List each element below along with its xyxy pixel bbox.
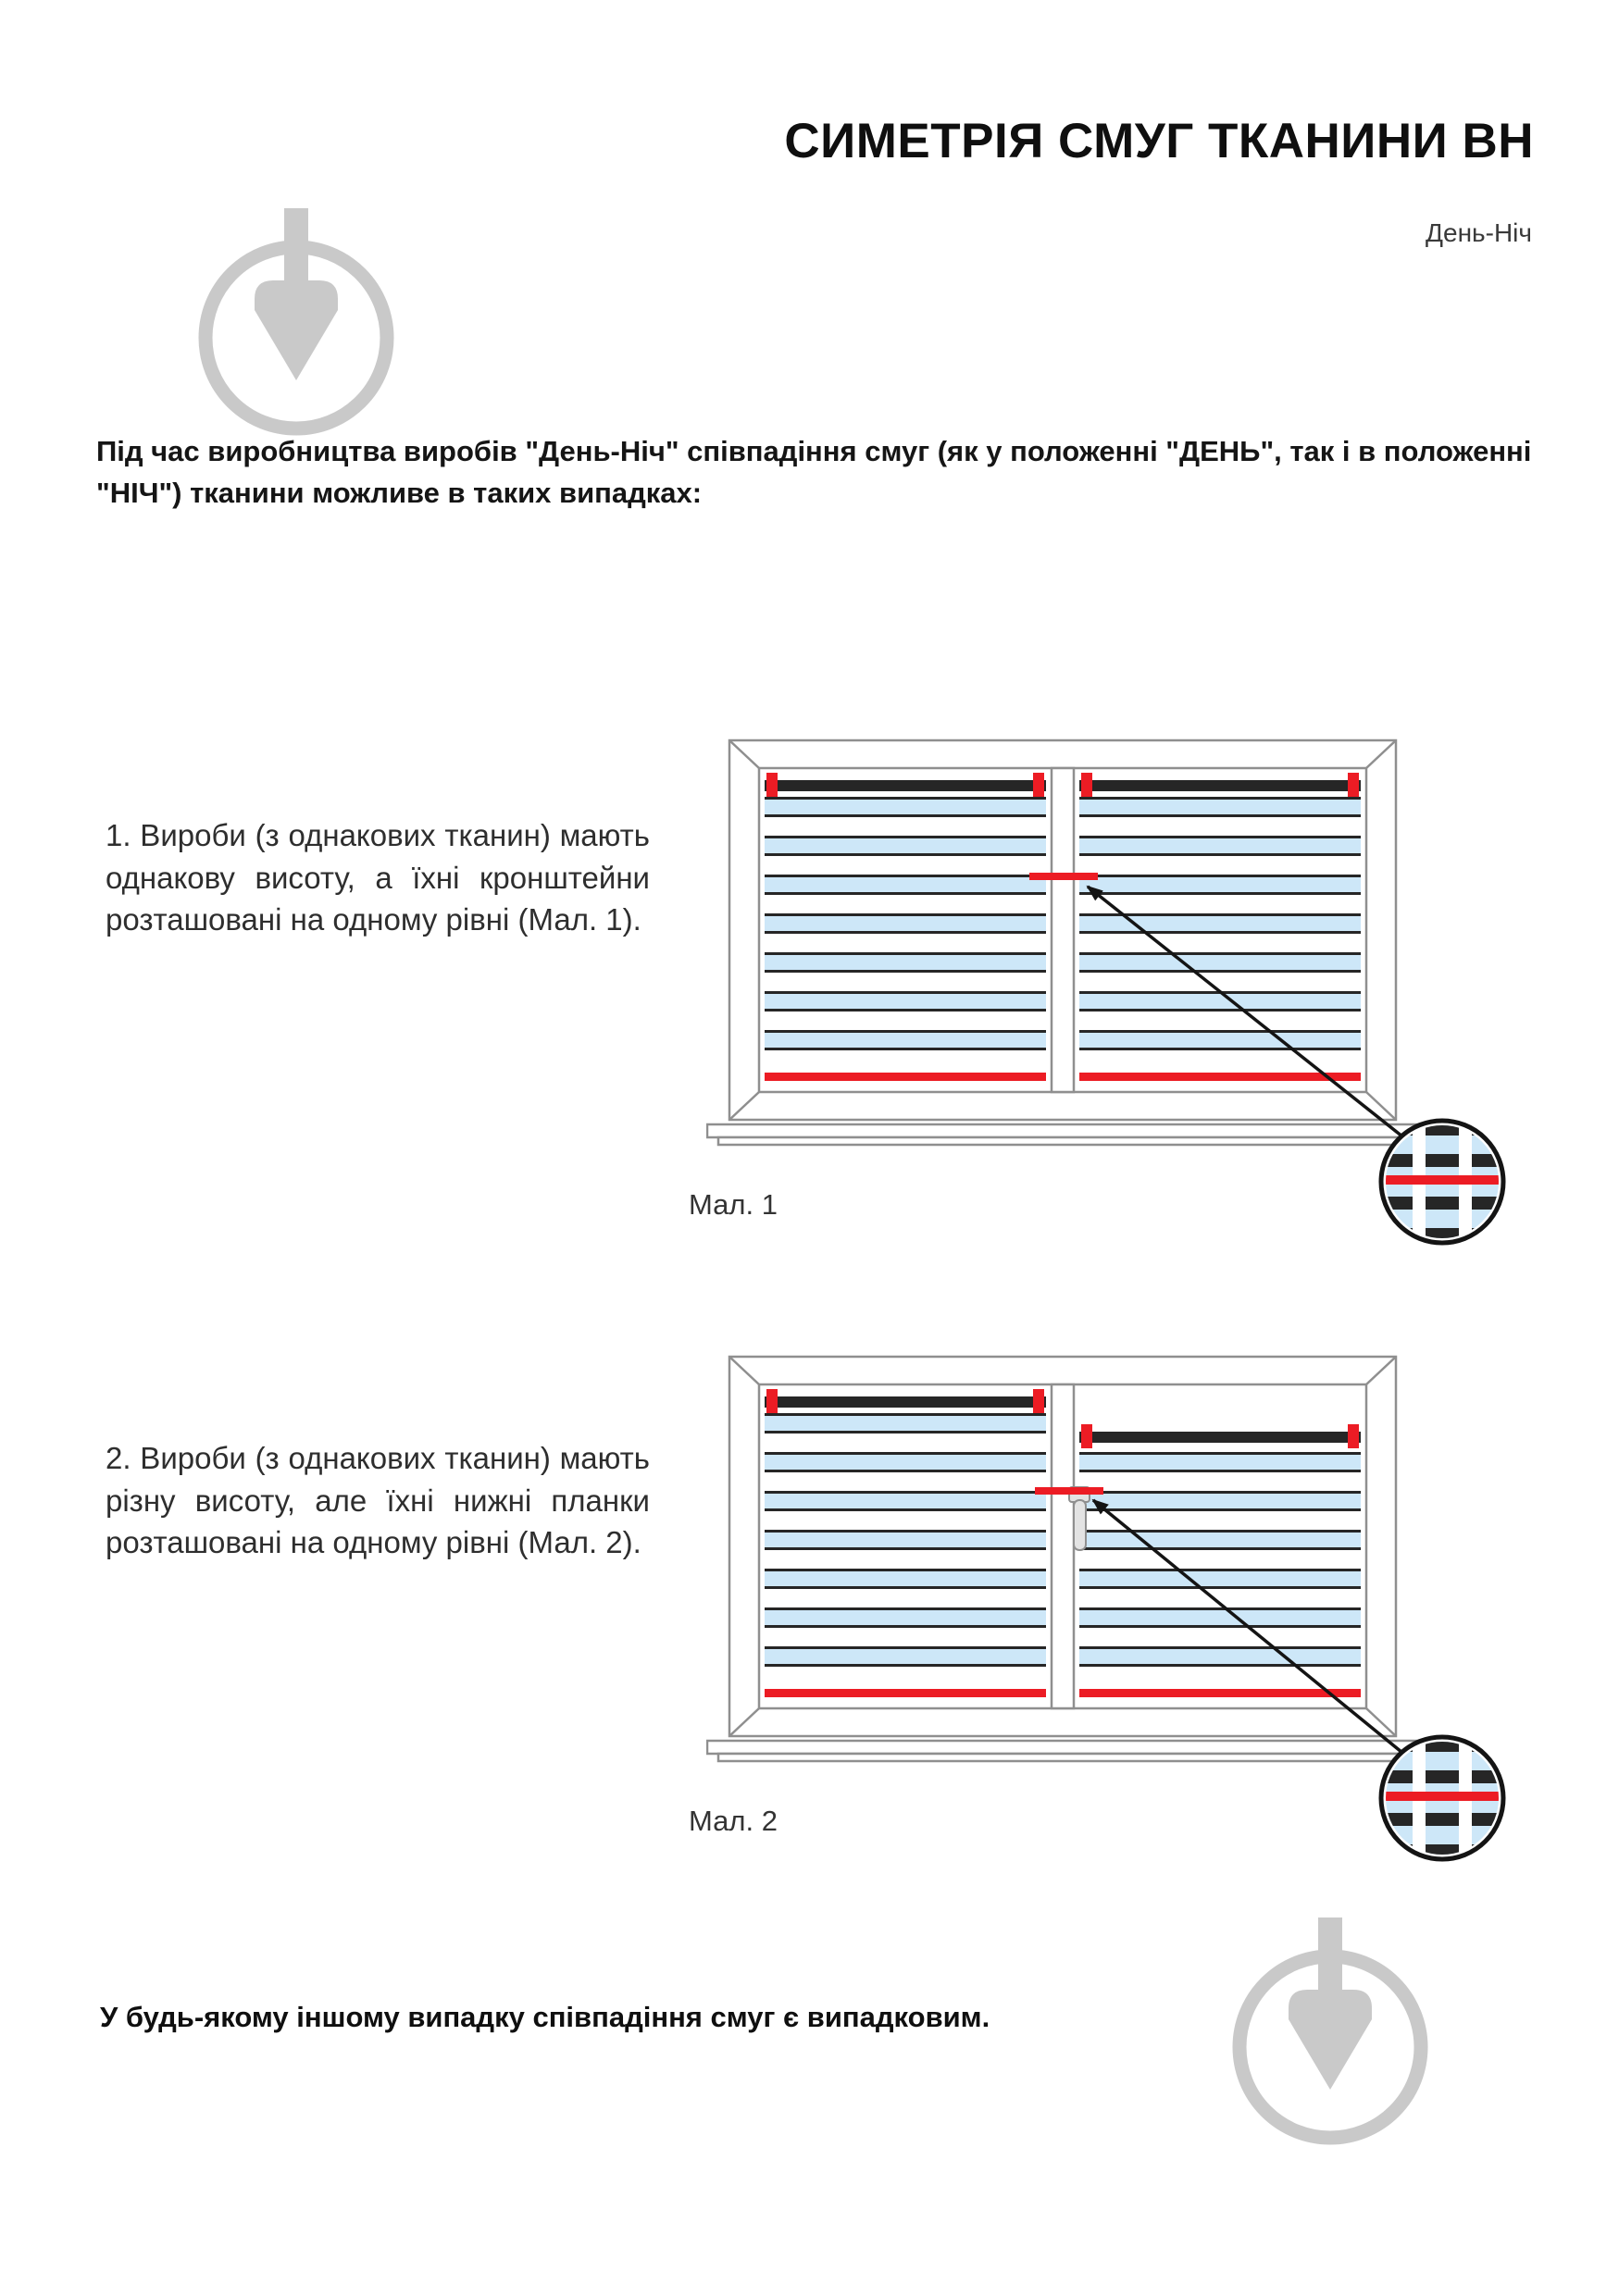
item-1-text: 1. Вироби (з однакових тканин) мають одн…: [106, 818, 650, 937]
blind-top-band: [765, 1396, 1046, 1408]
figure-2-window-illustration: [706, 1355, 1506, 1862]
blind-bottom-slat: [765, 1073, 1046, 1081]
blind-bracket: [766, 1389, 778, 1413]
blind-fabric-stripes: [765, 1413, 1046, 1685]
plumb-bob-logo-watermark-icon: [1232, 1917, 1428, 2145]
blind-bracket: [1348, 773, 1359, 797]
window-mullion: [1050, 766, 1076, 1094]
blind-bracket: [1033, 1389, 1044, 1413]
plumb-bob-logo-watermark-icon: [198, 208, 394, 436]
blind-top-band: [1079, 780, 1361, 791]
figure-1-window-illustration: [706, 738, 1506, 1246]
window-mullion: [1050, 1383, 1076, 1710]
right-blind: [1079, 1424, 1361, 1697]
blind-bracket: [1348, 1424, 1359, 1448]
window-sill: [706, 1739, 1426, 1763]
blind-bracket: [1033, 773, 1044, 797]
blind-bracket: [766, 773, 778, 797]
item-2-text: 2. Вироби (з однакових тканин) мають різ…: [106, 1441, 650, 1560]
left-blind: [765, 773, 1046, 1081]
window-sill: [706, 1123, 1426, 1147]
left-blind: [765, 1389, 1046, 1697]
arrow-pointer: [1091, 1498, 1409, 1758]
blind-bracket: [1081, 1424, 1092, 1448]
stripe-alignment-marker: [1029, 873, 1098, 880]
figure-1-caption: Мал. 1: [689, 1188, 778, 1221]
blind-bottom-slat: [1079, 1689, 1361, 1697]
page-subtitle: День-Ніч: [1426, 218, 1532, 247]
right-blind: [1079, 773, 1361, 1081]
blind-bottom-slat: [765, 1689, 1046, 1697]
stripe-alignment-marker: [1035, 1487, 1103, 1495]
arrow-pointer: [1086, 885, 1409, 1142]
page-title: СИМЕТРІЯ СМУГ ТКАНИНИ ВН: [784, 114, 1534, 168]
blind-top-band: [765, 780, 1046, 791]
blind-bracket: [1081, 773, 1092, 797]
blind-fabric-stripes: [1079, 797, 1361, 1069]
intro-paragraph: Під час виробництва виробів "День-Ніч" с…: [96, 435, 1532, 509]
footer-note: У будь-якому іншому випадку співпадіння …: [100, 2001, 990, 2033]
blind-fabric-stripes: [765, 797, 1046, 1069]
blind-fabric-stripes: [1079, 1452, 1361, 1685]
figure-2-caption: Мал. 2: [689, 1805, 778, 1837]
blind-top-band: [1079, 1432, 1361, 1443]
blind-bottom-slat: [1079, 1073, 1361, 1081]
